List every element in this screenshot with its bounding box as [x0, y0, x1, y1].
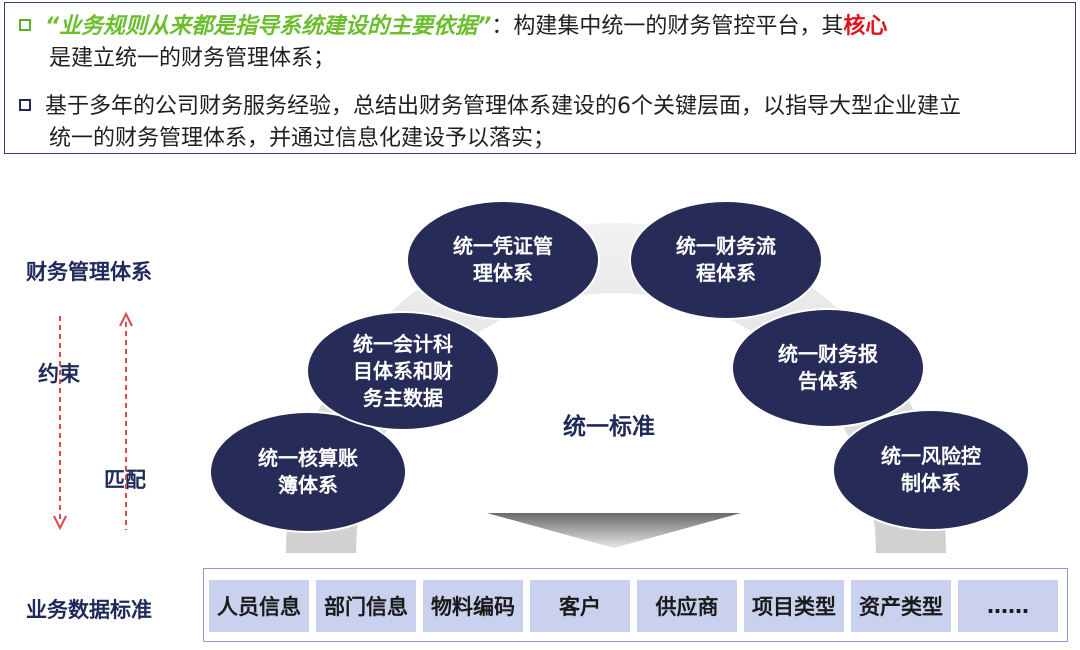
intro-core-word: 核心 — [843, 14, 888, 39]
intro-text-2b: 统一的财务管理体系，并通过信息化建设予以落实； — [49, 126, 556, 151]
intro-quote: “业务规则从来都是指导系统建设的主要依据” — [45, 14, 492, 39]
node-risk-control: 统一风险控 制体系 — [834, 411, 1028, 529]
up-arrow-icon — [119, 311, 133, 530]
standard-item: 物料编码 — [423, 580, 523, 632]
checkbox-bullet-icon — [19, 19, 31, 31]
node-voucher-management: 统一凭证管 理体系 — [408, 202, 598, 318]
checkbox-bullet-icon — [19, 99, 31, 111]
standard-item: 供应商 — [637, 580, 737, 632]
intro-text-1: ：构建集中统一的财务管控平台，其 — [491, 14, 844, 39]
intro-text-1b: 是建立统一的财务管理体系； — [49, 46, 336, 71]
finance-system-label: 财务管理体系 — [26, 260, 152, 284]
standard-item: 项目类型 — [744, 580, 844, 632]
unified-standard-label: 统一标准 — [563, 414, 655, 440]
node-finance-report: 统一财务报 告体系 — [733, 310, 923, 426]
intro-paragraph-2: 基于多年的公司财务服务经验，总结出财务管理体系建设的6个关键层面，以指导大型企业… — [19, 91, 1059, 155]
standard-item: 资产类型 — [851, 580, 951, 632]
intro-box: “业务规则从来都是指导系统建设的主要依据”：构建集中统一的财务管控平台，其核心 … — [4, 2, 1076, 154]
data-standards-row: 人员信息 部门信息 物料编码 客户 供应商 项目类型 资产类型 …… — [203, 568, 1068, 642]
standard-item: …… — [958, 580, 1058, 632]
node-account-master-data: 统一会计科 目体系和财 务主数据 — [308, 313, 498, 429]
standard-item: 客户 — [530, 580, 630, 632]
intro-text-2: 基于多年的公司财务服务经验，总结出财务管理体系建设的6个关键层面，以指导大型企业… — [45, 94, 962, 119]
down-arrow-icon — [53, 316, 67, 531]
constraint-match-arrows — [53, 311, 133, 531]
data-standard-label: 业务数据标准 — [26, 598, 152, 622]
node-accounting-ledger: 统一核算账 簿体系 — [211, 413, 405, 531]
standard-item: 部门信息 — [316, 580, 416, 632]
node-finance-process: 统一财务流 程体系 — [631, 202, 821, 318]
intro-paragraph-1: “业务规则从来都是指导系统建设的主要依据”：构建集中统一的财务管控平台，其核心 … — [19, 11, 1059, 75]
center-funnel-arrow — [487, 513, 741, 548]
standard-item: 人员信息 — [209, 580, 309, 632]
